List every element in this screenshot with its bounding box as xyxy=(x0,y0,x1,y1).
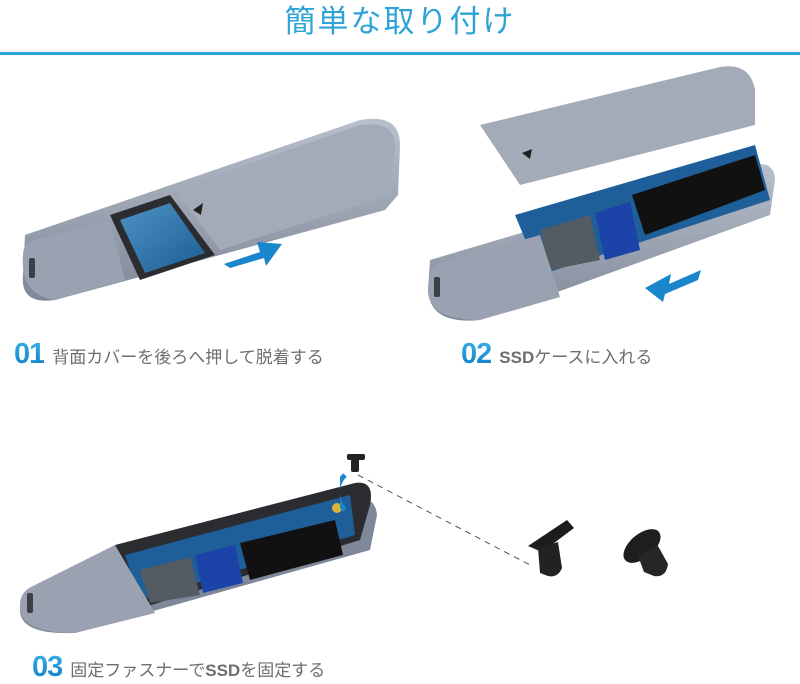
step-3-caption: 03 固定ファスナーで SSD を固定する xyxy=(32,651,325,684)
step-text: 背面カバーを後ろへ押して脱着する xyxy=(52,348,324,368)
title-divider xyxy=(0,52,800,55)
step-text: ケースに入れる xyxy=(534,348,653,368)
step-text-bold: SSD xyxy=(205,661,241,680)
arrow-left-icon xyxy=(645,270,701,302)
step-number: 02 xyxy=(461,338,492,370)
step-text-bold: SSD xyxy=(499,348,535,367)
arrow-right-icon xyxy=(224,242,282,268)
page-title: 簡単な取り付け xyxy=(284,4,516,40)
enclosure-illustration-2 xyxy=(428,66,775,321)
step-text: 固定ファスナーで xyxy=(70,661,206,681)
step-2-caption: 02 SSD ケースに入れる xyxy=(461,338,652,371)
step-number: 03 xyxy=(32,651,63,683)
fastener-front-icon xyxy=(528,520,574,577)
step-text: を固定する xyxy=(240,661,326,681)
enclosure-illustration-1 xyxy=(22,118,401,301)
enclosure-illustration-3 xyxy=(19,482,377,634)
fastener-small-icon xyxy=(347,454,365,472)
step-number: 01 xyxy=(14,338,45,370)
step-1-caption: 01 背面カバーを後ろへ押して脱着する xyxy=(14,338,324,371)
fastener-connector-line xyxy=(340,473,531,566)
fastener-side-icon xyxy=(623,529,668,577)
